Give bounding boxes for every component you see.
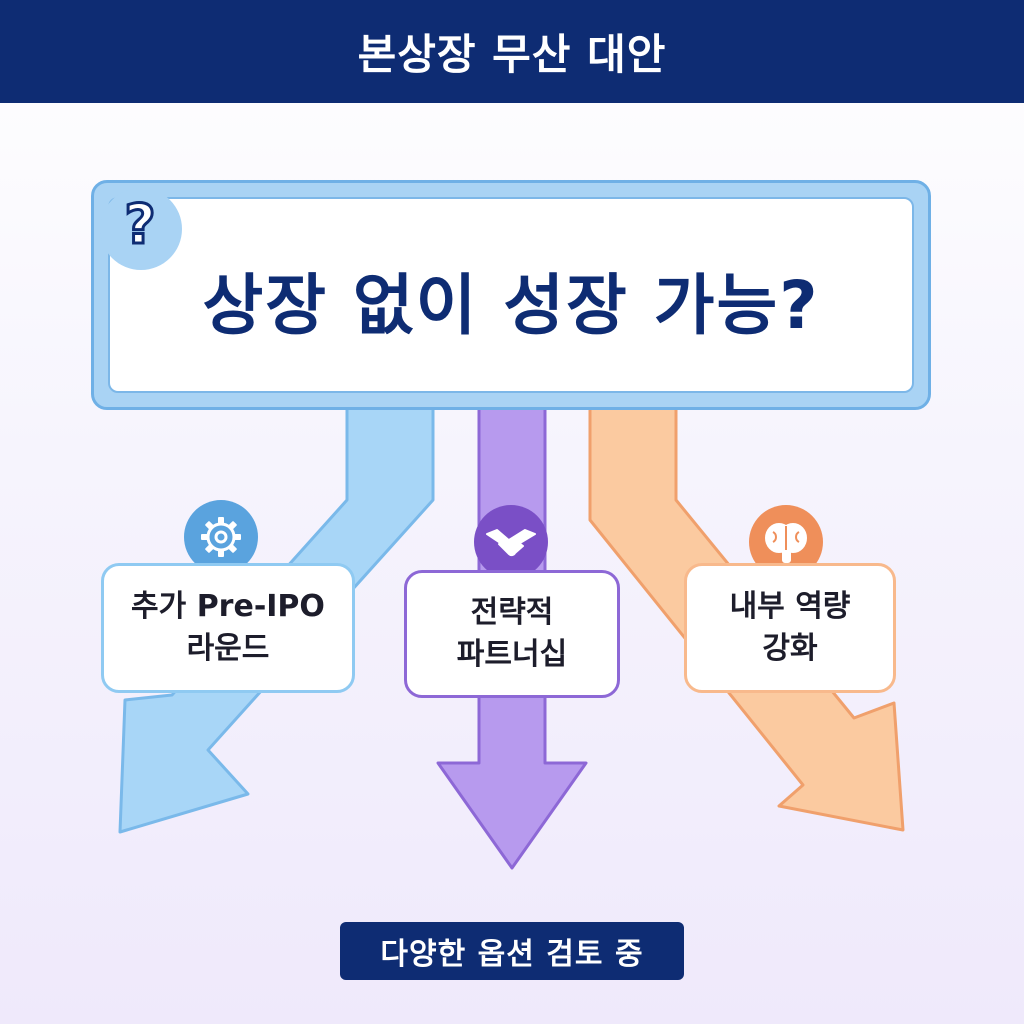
- option-pre-ipo-round: 추가 Pre-IPO 라운드: [101, 563, 355, 693]
- question-badge: [100, 188, 182, 270]
- option-label-line1: 추가 Pre-IPO: [131, 589, 325, 624]
- brain-icon: [765, 523, 807, 563]
- gear-icon-badge: [184, 500, 258, 574]
- option-label-line1: 전략적: [470, 595, 554, 630]
- question-mark-icon: ?: [123, 192, 157, 258]
- footer-label: 다양한 옵션 검토 중: [380, 937, 644, 972]
- question-box: 상장 없이 성장 가능?: [91, 180, 931, 410]
- option-internal-capability: 내부 역량 강화: [684, 563, 896, 693]
- option-label-line1: 내부 역량: [729, 589, 851, 624]
- option-label-line2: 파트너십: [456, 637, 568, 672]
- option-label-line2: 라운드: [186, 631, 270, 666]
- question-panel: 상장 없이 성장 가능?: [108, 197, 914, 393]
- handshake-icon-badge: [474, 505, 548, 579]
- option-strategic-partnership: 전략적 파트너십: [404, 570, 620, 698]
- handshake-icon: [486, 529, 536, 557]
- page-title: 본상장 무산 대안: [357, 30, 667, 79]
- gear-icon: [201, 517, 241, 557]
- option-label-line2: 강화: [762, 631, 818, 666]
- header-banner: 본상장 무산 대안: [0, 0, 1024, 103]
- footer-badge: 다양한 옵션 검토 중: [340, 922, 684, 980]
- question-text: 상장 없이 성장 가능?: [202, 267, 820, 344]
